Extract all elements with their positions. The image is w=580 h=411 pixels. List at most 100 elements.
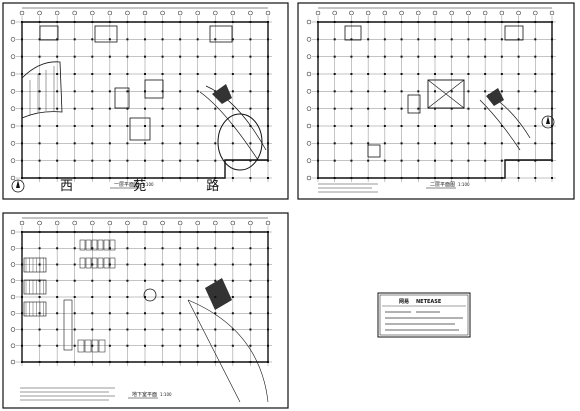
column — [417, 142, 420, 145]
column — [500, 21, 503, 23]
grid-bubble — [416, 10, 421, 16]
column — [214, 328, 217, 331]
column — [350, 107, 353, 110]
drawing-second-floor: 二层平面图 1:100 — [297, 2, 575, 200]
grid-bubble — [533, 10, 538, 16]
column — [383, 55, 386, 58]
parking-bay — [109, 239, 116, 251]
column — [551, 177, 553, 179]
drawing-1-curve-b — [205, 85, 267, 151]
column — [91, 296, 94, 298]
drawing-3-frame — [2, 212, 289, 409]
grid-bubble — [10, 343, 16, 348]
column — [484, 125, 487, 127]
column — [249, 263, 252, 266]
column — [400, 125, 403, 127]
drawing-2-columns — [317, 21, 553, 179]
column — [108, 177, 111, 179]
parking-aisle — [63, 299, 73, 351]
column — [126, 73, 129, 75]
column — [417, 159, 420, 162]
parking-ramp-block — [23, 301, 47, 317]
column — [500, 107, 503, 110]
column — [73, 90, 76, 93]
column — [450, 177, 453, 179]
column — [38, 361, 41, 363]
column — [400, 159, 403, 162]
column — [73, 344, 76, 347]
drawing-3-diagonal-a — [187, 299, 241, 403]
column — [126, 361, 129, 363]
column — [484, 90, 487, 93]
grid-bubble — [10, 19, 16, 25]
column — [534, 177, 537, 179]
column — [467, 125, 470, 127]
column — [249, 21, 252, 23]
column — [267, 73, 269, 75]
grid-bubble — [177, 220, 183, 226]
column — [38, 328, 41, 331]
column — [108, 263, 111, 266]
column — [38, 296, 41, 298]
column — [179, 55, 182, 58]
column — [196, 107, 199, 110]
column — [21, 296, 23, 298]
column — [144, 247, 146, 250]
drawing-1-core-c — [209, 25, 233, 43]
drawing-1-columns — [21, 21, 269, 179]
drawing-3-plan-title: 地下室平面 — [132, 391, 157, 398]
drawing-2-north-arrow-tip — [546, 116, 550, 124]
column — [267, 328, 269, 331]
title-block-frame — [377, 292, 471, 338]
column — [383, 90, 386, 93]
column — [196, 177, 199, 179]
column — [517, 107, 520, 110]
column — [21, 344, 23, 347]
column — [161, 55, 164, 58]
column — [317, 125, 319, 127]
grid-bubble — [142, 10, 148, 16]
column — [196, 279, 199, 282]
grid-bubble — [306, 71, 312, 77]
grid-bubble — [10, 359, 16, 365]
column — [196, 73, 199, 75]
column — [73, 328, 76, 331]
column — [434, 21, 436, 23]
column — [161, 263, 164, 266]
title-block-fine-print — [382, 305, 466, 331]
column — [91, 159, 94, 162]
column — [231, 279, 234, 282]
column — [231, 263, 234, 266]
column — [317, 159, 319, 162]
column — [500, 38, 503, 41]
column — [534, 73, 537, 75]
parking-bay — [103, 257, 110, 269]
column — [108, 279, 111, 282]
column — [73, 159, 76, 162]
grid-bubble — [37, 10, 42, 16]
column — [517, 159, 520, 162]
column — [214, 231, 217, 233]
column — [500, 73, 503, 75]
column — [196, 21, 199, 23]
title-block: 网易 NETEASE — [377, 292, 471, 338]
grid-bubble — [315, 10, 321, 16]
column — [144, 328, 146, 331]
column — [144, 90, 146, 93]
column — [400, 177, 403, 179]
column — [350, 125, 353, 127]
drawing-1-rotunda — [217, 113, 263, 171]
column — [214, 73, 217, 75]
column — [73, 142, 76, 145]
column — [249, 55, 252, 58]
column — [484, 159, 487, 162]
column — [196, 361, 199, 363]
column — [249, 177, 252, 179]
drawing-2-curve-a — [479, 99, 521, 151]
column — [434, 177, 436, 179]
column — [231, 177, 234, 179]
column — [231, 38, 234, 41]
column — [500, 55, 503, 58]
column — [367, 125, 370, 127]
column — [231, 55, 234, 58]
